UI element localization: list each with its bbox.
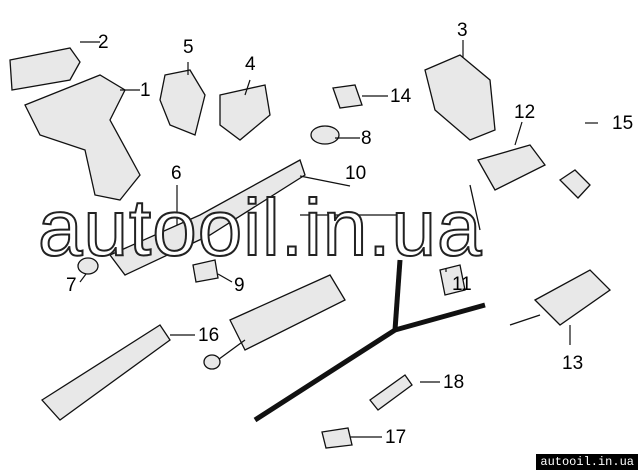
footer-site-label: autooil.in.ua (536, 454, 638, 470)
callout-6: 6 (171, 163, 182, 184)
callout-9: 9 (234, 275, 245, 296)
tip-15 (558, 169, 591, 199)
callout-3: 3 (457, 20, 468, 41)
callout-15: 15 (612, 113, 634, 134)
callout-8: 8 (361, 128, 372, 149)
ring-7 (77, 257, 99, 275)
callout-11: 11 (452, 274, 472, 295)
callout-17: 17 (385, 427, 407, 448)
front-pipe-6 (108, 159, 306, 276)
clamp-9 (192, 259, 219, 283)
callout-16: 16 (198, 325, 220, 346)
gasket-2 (9, 47, 81, 91)
shield-17 (321, 427, 353, 449)
callout-2: 2 (98, 32, 109, 53)
watermark: autooil.in.ua (37, 183, 483, 272)
heat-shield-3 (424, 54, 496, 141)
callout-7: 7 (66, 275, 77, 296)
callout-14: 14 (390, 86, 412, 107)
bracket-14 (332, 84, 363, 109)
callout-12: 12 (514, 102, 536, 123)
center-muffler (203, 274, 346, 370)
manifold-1 (24, 74, 141, 201)
callout-10: 10 (345, 163, 367, 184)
callout-4: 4 (245, 54, 256, 75)
tailpipe (253, 259, 486, 423)
callout-1: 1 (140, 80, 151, 101)
callout-18: 18 (443, 372, 465, 393)
leader-lines (79, 40, 598, 438)
rear-muffler-13 (509, 269, 612, 326)
heat-shield-5 (159, 69, 206, 136)
hanger-11 (439, 264, 466, 296)
gasket-8 (310, 125, 340, 145)
heat-shield-16 (41, 324, 171, 421)
shield-18 (369, 374, 413, 411)
heat-shield-4 (219, 84, 271, 141)
resonator-12 (469, 144, 546, 231)
callout-13: 13 (562, 353, 584, 374)
callout-5: 5 (183, 37, 194, 58)
